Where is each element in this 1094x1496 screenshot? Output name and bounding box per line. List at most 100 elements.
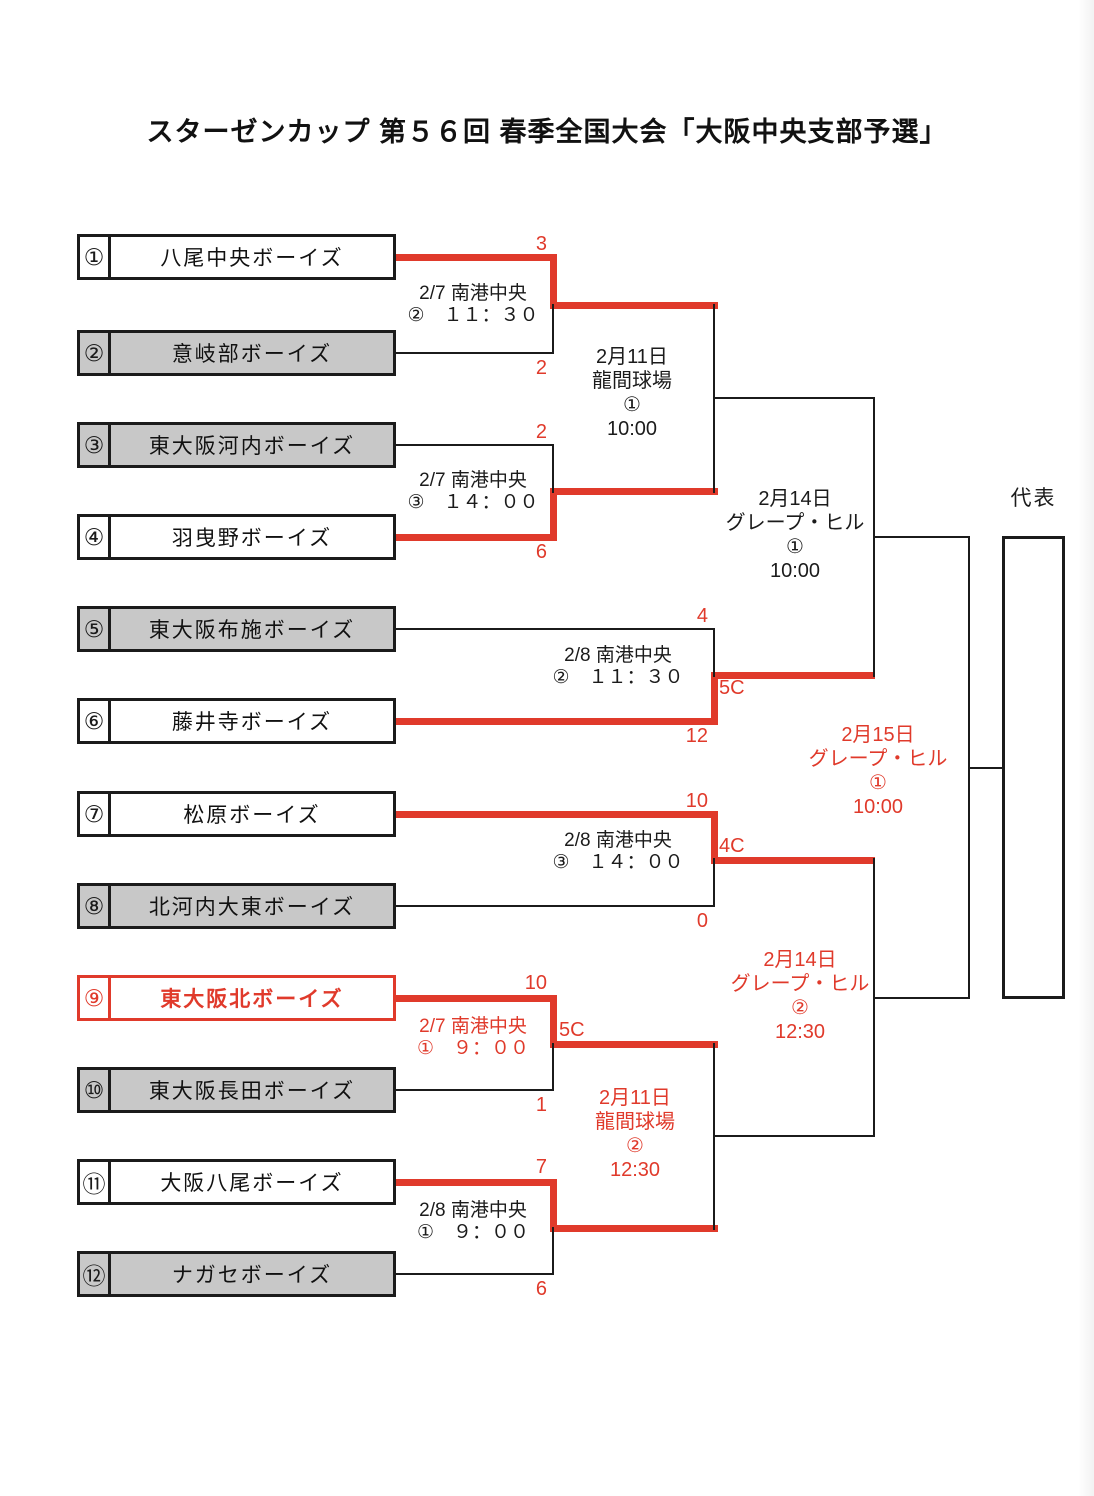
match-time: 10:00 [769, 560, 821, 582]
team-name: 大阪八尾ボーイズ [160, 1172, 344, 1195]
match-slot: ③ １４：００ [407, 492, 539, 513]
team-box-3: ③ 東大阪河内ボーイズ [77, 422, 396, 468]
bracket-line-team10 [396, 1089, 553, 1091]
bracket-line-team12 [396, 1273, 553, 1275]
match-date: 2月15日 [841, 724, 915, 746]
bracket-line-final-out [968, 767, 1004, 769]
page-edge-shade [1078, 0, 1094, 1496]
match-game-number: ① [869, 772, 887, 794]
team-name: 羽曳野ボーイズ [171, 527, 333, 550]
team-name: 北河内大東ボーイズ [148, 896, 356, 919]
match-date: 2月14日 [763, 949, 837, 971]
match-venue: 龍間球場 [595, 1111, 675, 1133]
round3-match2-info: 2月14日 グレープ・ヒル ② 12:30 [715, 948, 885, 1044]
match4-coldgame-note: 4C [719, 835, 745, 857]
team-name: 東大阪長田ボーイズ [148, 1080, 356, 1103]
team-name: 藤井寺ボーイズ [171, 711, 333, 734]
bracket-line-team10 [552, 1043, 554, 1091]
final-info: 2月15日 グレープ・ヒル ① 10:00 [793, 723, 963, 819]
team-name: 松原ボーイズ [183, 804, 321, 827]
bracket-line-team3 [552, 444, 554, 493]
winner-line-team6 [711, 672, 718, 725]
winner-line-team9 [550, 1041, 718, 1048]
bracket-line-team2 [396, 352, 553, 354]
team-box-10: ⑩ 東大阪長田ボーイズ [77, 1067, 396, 1113]
winner-line-team1 [550, 254, 557, 309]
match5-score-bottom: 1 [535, 1094, 547, 1116]
team-name: 意岐部ボーイズ [171, 343, 333, 366]
tournament-title: スターゼンカップ 第５６回 春季全国大会「大阪中央支部予選」 [146, 117, 948, 147]
winner-line-team11 [396, 1179, 557, 1186]
match-venue: 龍間球場 [592, 370, 672, 392]
match-slot: ② １１：３０ [552, 667, 684, 688]
team-name: ナガセボーイズ [171, 1264, 333, 1287]
match-time: 10:00 [606, 418, 658, 440]
match3-score-bottom: 12 [685, 725, 708, 747]
winner-line-team11 [550, 1225, 718, 1232]
bracket-line-semi2-out [713, 1135, 875, 1137]
round3-match1-info: 2月14日 グレープ・ヒル ① 10:00 [710, 487, 880, 583]
match6-score-bottom: 6 [535, 1278, 547, 1300]
team-name: 八尾中央ボーイズ [160, 247, 344, 270]
winner-line-team7 [396, 811, 718, 818]
bracket-line-team8 [713, 858, 715, 907]
team-name: 東大阪河内ボーイズ [148, 435, 356, 458]
champion-label: 代表 [1010, 487, 1057, 510]
match-game-number: ① [623, 394, 641, 416]
bracket-line-team12 [552, 1227, 554, 1275]
team-seed: ⑫ [80, 1254, 111, 1294]
match-venue: グレープ・ヒル [808, 748, 948, 770]
match-date: 2月14日 [758, 488, 832, 510]
winner-line-team4 [550, 488, 718, 495]
match-venue: 2/7 南港中央 [419, 470, 527, 491]
winner-line-team1 [550, 302, 718, 309]
winner-line-team6 [711, 672, 875, 679]
match2-score-top: 2 [535, 421, 547, 443]
match-venue: 2/7 南港中央 [419, 283, 527, 304]
match-venue: グレープ・ヒル [725, 512, 865, 534]
winner-line-team11 [550, 1179, 557, 1232]
team-seed: ⑦ [80, 794, 111, 834]
match5-coldgame-note: 5C [559, 1019, 585, 1041]
match-game-number: ① [786, 536, 804, 558]
team-box-12: ⑫ ナガセボーイズ [77, 1251, 396, 1297]
match1-score-bottom: 2 [535, 357, 547, 379]
team-seed: ⑤ [80, 609, 111, 649]
match5-score-top: 10 [524, 972, 547, 994]
match3-coldgame-note: 5C [719, 677, 745, 699]
team-name: 東大阪北ボーイズ [160, 988, 344, 1011]
match4-score-top: 10 [685, 790, 708, 812]
match-slot: ③ １４：００ [552, 852, 684, 873]
match2-score-bottom: 6 [535, 541, 547, 563]
match-venue: 2/7 南港中央 [419, 1016, 527, 1037]
match-date: 2月11日 [599, 1087, 671, 1109]
match-venue: グレープ・ヒル [730, 973, 870, 995]
team-box-5: ⑤ 東大阪布施ボーイズ [77, 606, 396, 652]
team-seed: ⑩ [80, 1070, 111, 1110]
match4-score-bottom: 0 [696, 910, 708, 932]
match6-score-top: 7 [535, 1156, 547, 1178]
winner-line-team6 [396, 718, 718, 725]
bracket-line-team8 [396, 905, 714, 907]
winner-line-team1 [396, 254, 557, 261]
team-box-7: ⑦ 松原ボーイズ [77, 791, 396, 837]
team-seed: ⑧ [80, 886, 111, 926]
team-seed: ④ [80, 517, 111, 557]
match-time: 12:30 [774, 1021, 826, 1043]
team-name: 東大阪布施ボーイズ [148, 619, 356, 642]
team-seed: ③ [80, 425, 111, 465]
winner-line-team9 [396, 995, 557, 1002]
semifinal2-info: 2月11日 龍間球場 ② 12:30 [550, 1086, 720, 1182]
match-venue: 2/8 南港中央 [564, 830, 672, 851]
bracket-line-team3 [396, 444, 553, 446]
